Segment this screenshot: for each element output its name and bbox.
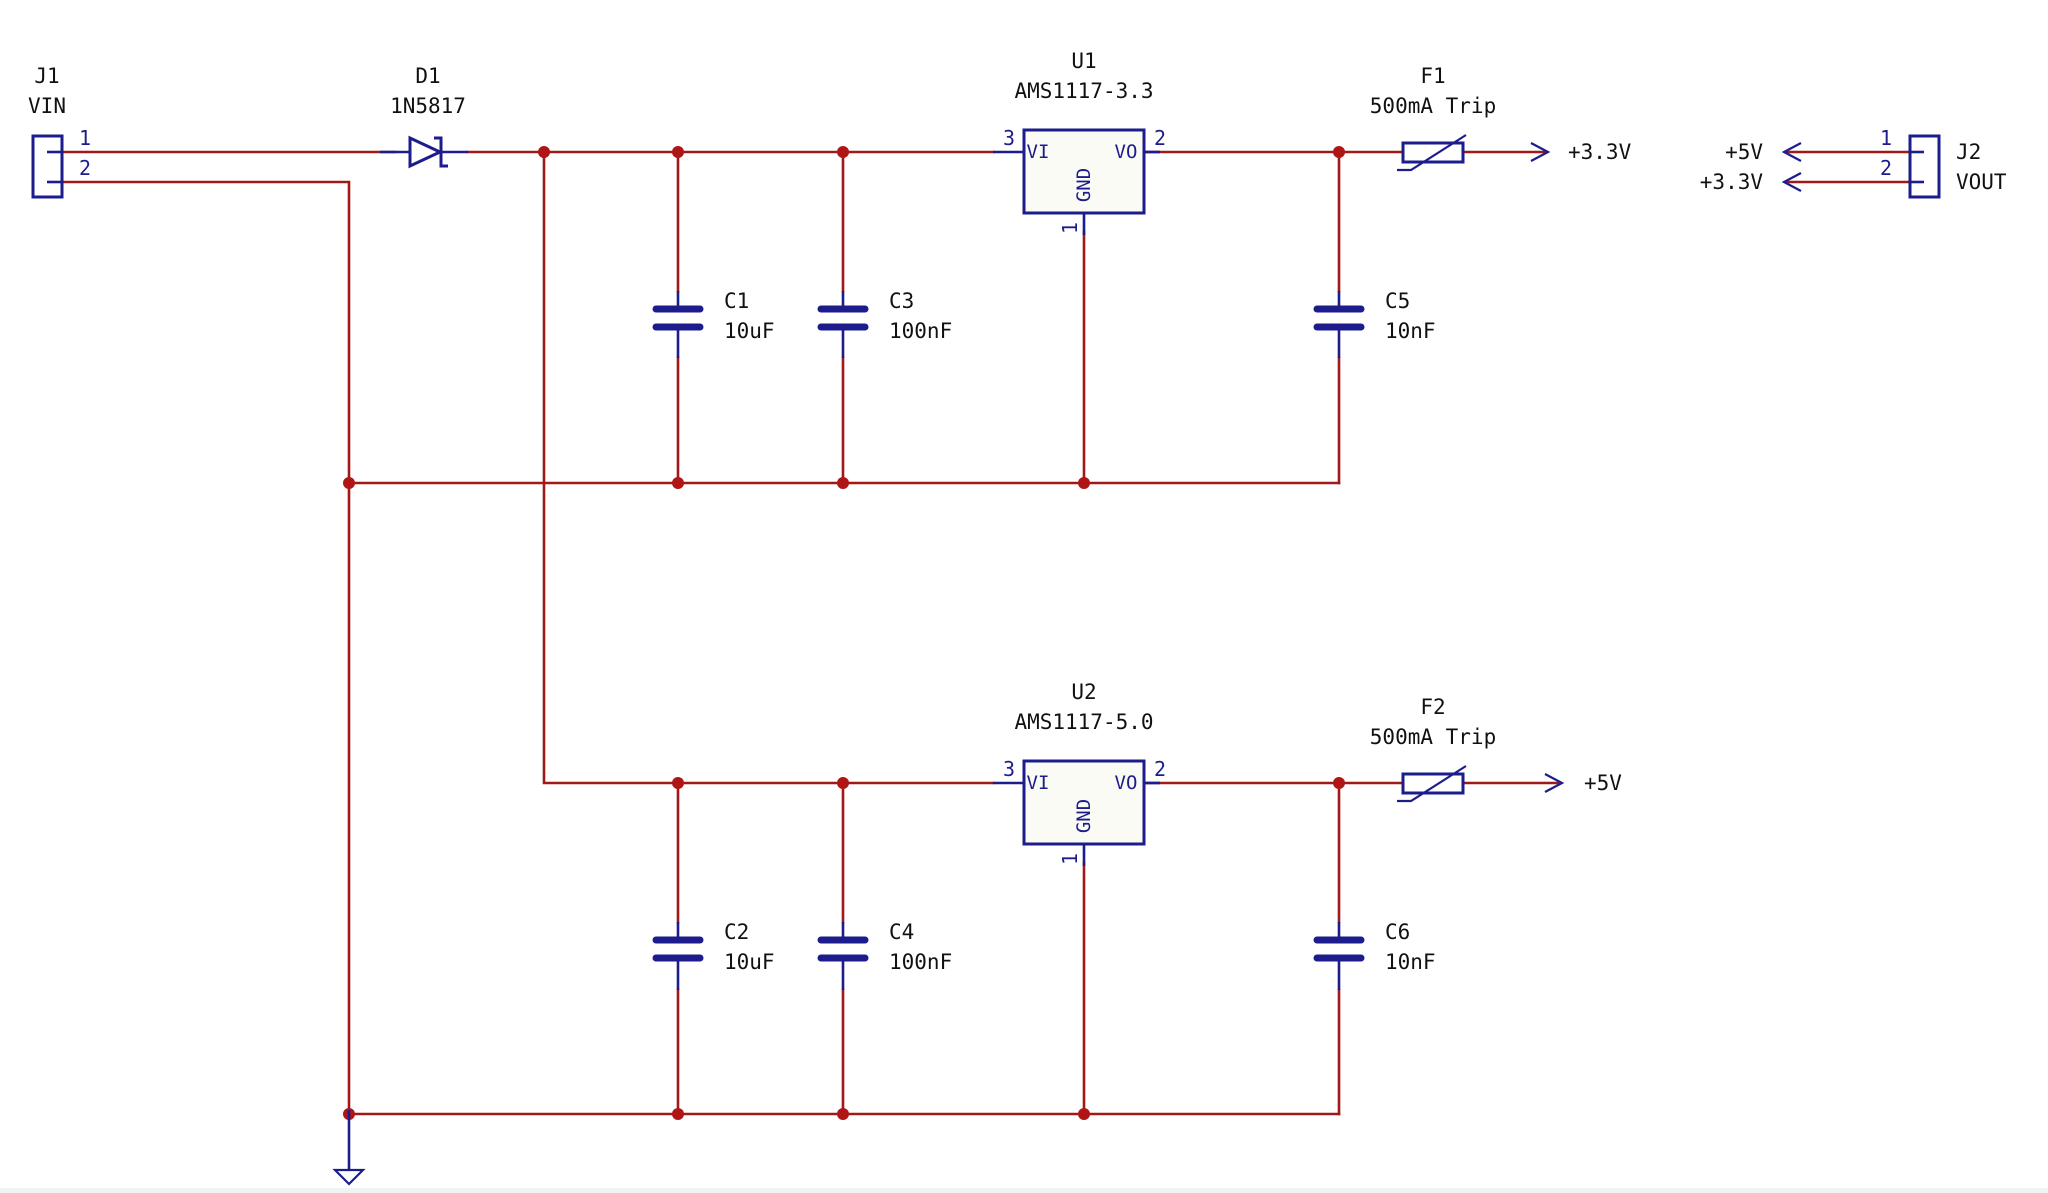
fuse-f2[interactable]: F2 500mA Trip — [1370, 695, 1496, 803]
regulator-u1-ref: U1 — [1071, 49, 1096, 73]
connector-j1-pin2-number: 2 — [79, 156, 91, 180]
connector-j1[interactable]: J1 VIN 1 2 — [28, 64, 91, 199]
ground-symbol[interactable] — [332, 1110, 366, 1186]
arrow-right-icon — [1530, 142, 1551, 162]
net-label-5v-out-text: +5V — [1584, 771, 1622, 795]
regulator-u1[interactable]: U1 AMS1117-3.3 3 2 1 VI VO GND — [993, 49, 1166, 235]
capacitor-c2-value: 10uF — [724, 950, 775, 974]
wires — [60, 150, 1920, 1116]
regulator-u2-value: AMS1117-5.0 — [1014, 710, 1153, 734]
connector-j1-pin1-number: 1 — [79, 126, 91, 150]
capacitor-c2-ref: C2 — [724, 920, 749, 944]
capacitor-c3[interactable]: C3 100nF — [817, 289, 952, 358]
connector-j1-value: VIN — [28, 94, 66, 118]
capacitor-c1-ref: C1 — [724, 289, 749, 313]
diode-d1-ref: D1 — [415, 64, 440, 88]
regulator-u2-pin2-number: 2 — [1154, 757, 1166, 781]
capacitor-c1-value: 10uF — [724, 319, 775, 343]
fuse-f1[interactable]: F1 500mA Trip — [1370, 64, 1496, 172]
diode-d1-cathode-bar — [434, 136, 448, 168]
regulator-u1-vi-label: VI — [1027, 141, 1050, 163]
connector-j2-body — [1908, 134, 1941, 199]
net-label-3v3-out-text: +3.3V — [1568, 140, 1632, 164]
capacitor-c6-ref: C6 — [1385, 920, 1410, 944]
junction-dot — [837, 146, 849, 158]
junction-dot — [1078, 1108, 1090, 1120]
diode-d1-triangle — [408, 135, 444, 169]
net-label-5v-in-text: +5V — [1725, 140, 1763, 164]
regulator-u1-vo-label: VO — [1115, 141, 1138, 163]
junctions — [343, 146, 1345, 1120]
arrow-left-icon — [1781, 172, 1802, 192]
regulator-u1-pin3-number: 3 — [1003, 126, 1015, 150]
fuse-f2-value: 500mA Trip — [1370, 725, 1496, 749]
capacitor-c5-value: 10nF — [1385, 319, 1436, 343]
net-label-3v3-out[interactable]: +3.3V — [1530, 140, 1632, 164]
capacitor-c4-value: 100nF — [889, 950, 952, 974]
regulator-u1-body — [1022, 128, 1146, 215]
connector-j2-pin1-number: 1 — [1880, 126, 1892, 150]
regulator-u2-body — [1022, 759, 1146, 846]
connector-j2-value: VOUT — [1956, 170, 2007, 194]
connector-j1-body — [31, 134, 64, 199]
fuse-f1-ptc-slash — [1397, 134, 1467, 172]
regulator-u1-gnd-label: GND — [1073, 168, 1095, 202]
regulator-u1-value: AMS1117-3.3 — [1014, 79, 1153, 103]
net-label-5v-out[interactable]: +5V — [1544, 771, 1622, 795]
capacitor-c6-value: 10nF — [1385, 950, 1436, 974]
junction-dot — [672, 777, 684, 789]
fuse-f2-ref: F2 — [1420, 695, 1445, 719]
junction-dot — [837, 777, 849, 789]
diode-d1-value: 1N5817 — [390, 94, 466, 118]
regulator-u2-vi-label: VI — [1027, 772, 1050, 794]
capacitor-c3-ref: C3 — [889, 289, 914, 313]
capacitor-c2[interactable]: C2 10uF — [652, 920, 775, 990]
fuse-f1-body — [1401, 141, 1465, 164]
capacitor-c4[interactable]: C4 100nF — [817, 920, 952, 990]
diode-d1[interactable]: D1 1N5817 — [380, 64, 468, 169]
connector-j2[interactable]: J2 VOUT 1 2 — [1880, 126, 2007, 199]
regulator-u2-ref: U2 — [1071, 680, 1096, 704]
wire-vin-branch-u2 — [542, 150, 995, 785]
regulator-u1-pin2-number: 2 — [1154, 126, 1166, 150]
junction-dot — [538, 146, 550, 158]
capacitor-c6[interactable]: C6 10nF — [1313, 920, 1436, 990]
wire-j1-pin2-ground — [60, 180, 351, 1112]
junction-dot — [1078, 477, 1090, 489]
regulator-u1-pin1-number: 1 — [1058, 222, 1082, 234]
bottom-border — [0, 1188, 2048, 1193]
arrow-left-icon — [1781, 142, 1802, 162]
capacitor-c1[interactable]: C1 10uF — [652, 289, 775, 358]
arrow-right-icon — [1544, 773, 1565, 793]
regulator-u2-pin1-number: 1 — [1058, 853, 1082, 865]
net-label-3v3-in[interactable]: +3.3V — [1700, 170, 1802, 194]
junction-dot — [672, 1108, 684, 1120]
junction-dot — [672, 477, 684, 489]
capacitor-c5-ref: C5 — [1385, 289, 1410, 313]
fuse-f2-body — [1401, 772, 1465, 795]
junction-dot — [837, 1108, 849, 1120]
connector-j2-pin2-number: 2 — [1880, 156, 1892, 180]
junction-dot — [672, 146, 684, 158]
capacitor-c5[interactable]: C5 10nF — [1313, 289, 1436, 358]
junction-dot — [1333, 777, 1345, 789]
capacitor-c4-ref: C4 — [889, 920, 914, 944]
fuse-f1-ref: F1 — [1420, 64, 1445, 88]
regulator-u2[interactable]: U2 AMS1117-5.0 3 2 1 VI VO GND — [993, 680, 1166, 866]
regulator-u2-pin3-number: 3 — [1003, 757, 1015, 781]
regulator-u2-gnd-label: GND — [1073, 799, 1095, 833]
connector-j2-ref: J2 — [1956, 140, 1981, 164]
net-label-5v-in[interactable]: +5V — [1725, 140, 1802, 164]
fuse-f2-ptc-slash — [1397, 765, 1467, 803]
capacitor-c3-value: 100nF — [889, 319, 952, 343]
junction-dot — [1333, 146, 1345, 158]
regulator-u2-vo-label: VO — [1115, 772, 1138, 794]
net-label-3v3-in-text: +3.3V — [1700, 170, 1764, 194]
connector-j1-ref: J1 — [34, 64, 59, 88]
ground-icon — [332, 1168, 366, 1186]
junction-dot — [837, 477, 849, 489]
fuse-f1-value: 500mA Trip — [1370, 94, 1496, 118]
junction-dot — [343, 477, 355, 489]
